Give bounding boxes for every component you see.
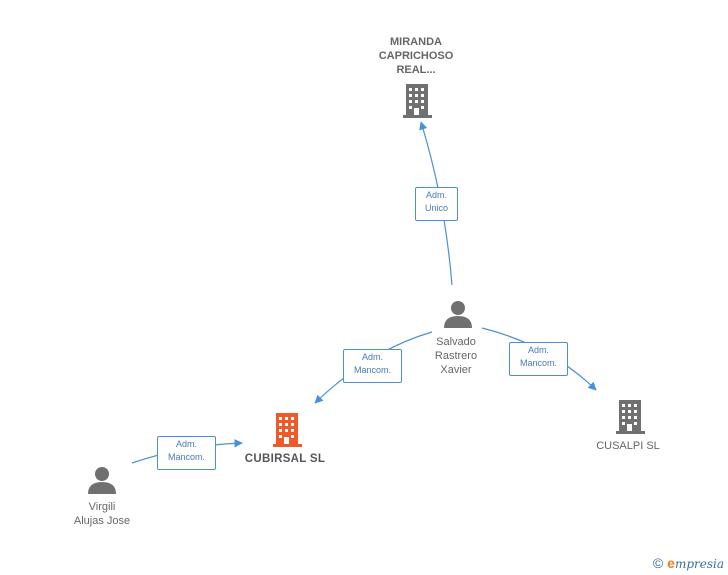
edge-label-line: Mancom.: [353, 365, 391, 375]
edge-label-salvado-cubirsal[interactable]: Adm. Mancom.: [343, 349, 402, 383]
node-label-virgili[interactable]: Virgili Alujas Jose: [52, 500, 152, 528]
edge-label-virgili-cubirsal[interactable]: Adm. Mancom.: [157, 436, 216, 470]
edge-label-line: Adm.: [361, 352, 383, 362]
node-label-salvado[interactable]: Salvado Rastrero Xavier: [416, 335, 496, 377]
person-icon[interactable]: [444, 301, 472, 328]
node-label-line: Salvado: [436, 336, 476, 348]
node-label-line: Xavier: [440, 364, 472, 376]
node-label-line: Virgili: [88, 501, 116, 513]
building-icon[interactable]: [403, 84, 432, 118]
edge-label-line: Mancom.: [167, 452, 205, 462]
person-icon[interactable]: [88, 467, 116, 494]
edge-label-line: Adm.: [425, 190, 447, 200]
building-icon[interactable]: [616, 400, 645, 434]
node-label-line: Alujas Jose: [73, 515, 131, 527]
node-label-line: REAL...: [396, 64, 436, 76]
edge-label-salvado-cusalpi[interactable]: Adm. Mancom.: [509, 342, 568, 376]
building-icon[interactable]: [273, 413, 302, 447]
node-label-line: CAPRICHOSO: [378, 50, 454, 62]
edge-label-salvado-miranda[interactable]: Adm. Unico: [415, 187, 458, 221]
edge-label-line: Unico: [424, 203, 448, 213]
brand-logo: empresia: [667, 555, 724, 571]
node-label-line: MIRANDA: [390, 36, 442, 48]
copyright-symbol: ©: [652, 555, 664, 571]
node-label-line: Rastrero: [434, 350, 478, 362]
edge-label-line: Adm.: [175, 439, 197, 449]
node-label-cubirsal[interactable]: CUBIRSAL SL: [244, 453, 326, 465]
footer-brand[interactable]: © empresia: [653, 555, 724, 571]
node-label-cusalpi[interactable]: CUSALPI SL: [596, 440, 660, 452]
node-label-miranda[interactable]: MIRANDA CAPRICHOSO REAL...: [366, 35, 466, 77]
edge-label-line: Mancom.: [519, 358, 557, 368]
edge-label-line: Adm.: [527, 345, 549, 355]
